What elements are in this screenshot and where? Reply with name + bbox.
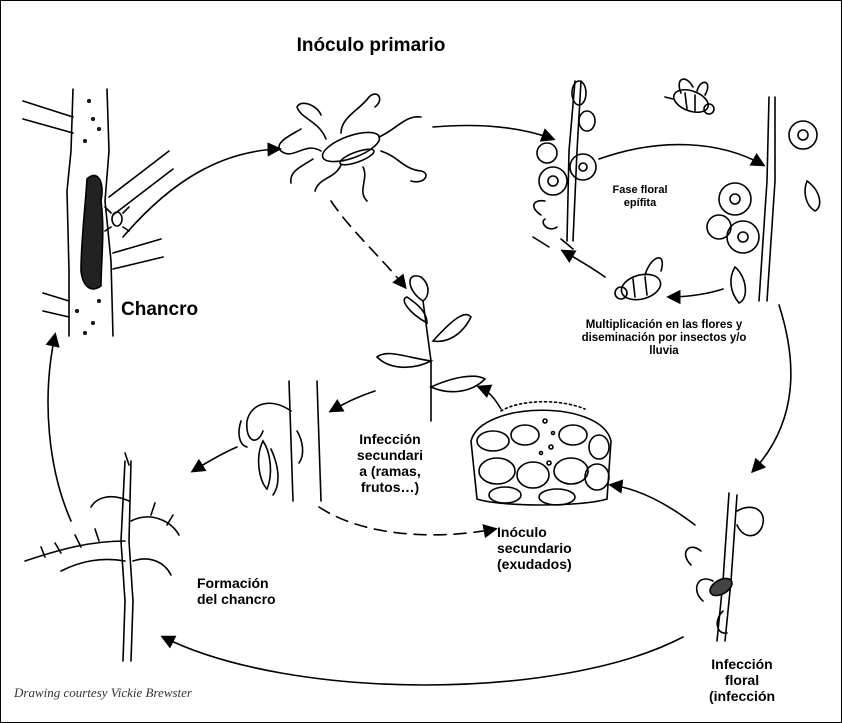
secondary-infection-label: Infección secundari a (ramas, frutos…): [341, 431, 439, 495]
bacteria-drawing: [279, 94, 426, 201]
title-label: Inóculo primario: [251, 35, 491, 57]
arrow-branch-to-bee: [669, 289, 723, 297]
flowering-branch-drawing: [533, 81, 596, 249]
cell-section-drawing: [471, 402, 611, 505]
infected-flower-branch-drawing: [686, 493, 764, 641]
cankered-plant-drawing: [25, 453, 179, 661]
arrow-bee-to-flowers: [563, 251, 605, 277]
bee-mid-drawing: [615, 258, 663, 304]
wilted-shoot-drawing: [239, 381, 321, 501]
arrow-shoot-to-wilted: [331, 391, 375, 411]
drawing-credit: Drawing courtesy Vickie Brewster: [14, 685, 192, 701]
canker-label: Chancro: [121, 299, 241, 321]
arrow-flowers-to-branch: [599, 145, 763, 165]
arrow-trunk-to-bacteria: [123, 149, 279, 237]
arrow-wilted-to-plant: [193, 447, 237, 471]
secondary-inoculum-label: Inóculo secundario (exudados): [497, 524, 617, 572]
floral-phase-label: Fase floral epífita: [597, 184, 683, 209]
arrow-cells-to-shoot: [479, 387, 501, 409]
arrow-infection-to-cells: [611, 485, 695, 525]
arrow-plant-to-trunk: [48, 335, 71, 521]
flowering-branch-right-drawing: [707, 97, 820, 303]
arrow-dashed-wilted-to-cells: [319, 507, 495, 535]
leafy-shoot-drawing: [377, 276, 485, 421]
arrow-dashed-bacteria-to-shoot: [331, 201, 405, 287]
arrow-bacteria-to-flowers: [433, 126, 553, 140]
bee-top-drawing: [665, 79, 714, 117]
arrow-bottom-return: [163, 637, 683, 685]
canker-formation-label: Formación del chancro: [197, 575, 293, 607]
floral-infection-label: Infección floral (infección: [687, 656, 797, 704]
multiplication-label: Multiplicación en las flores y diseminac…: [549, 319, 779, 359]
